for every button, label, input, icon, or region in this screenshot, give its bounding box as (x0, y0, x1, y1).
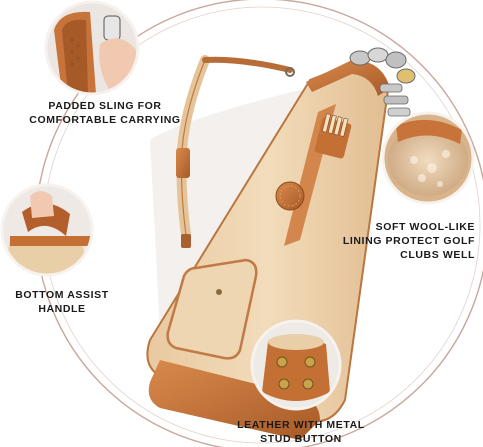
callout-line: HANDLE (38, 303, 86, 315)
callout-line: BOTTOM ASSIST (15, 289, 109, 301)
bottom-handle-photo (2, 185, 92, 275)
wool-lining-photo (383, 113, 473, 203)
callout-bottom-handle: BOTTOM ASSIST HANDLE (2, 288, 122, 316)
callout-line: CLUBS WELL (400, 249, 475, 261)
callout-wool-lining: SOFT WOOL-LIKE LINING PROTECT GOLF CLUBS… (305, 220, 475, 262)
callout-line: STUD BUTTON (260, 433, 342, 445)
golf-bag (146, 47, 416, 440)
callout-line: SOFT WOOL-LIKE (375, 221, 475, 233)
callout-metal-studs: LEATHER WITH METAL STUD BUTTON (226, 418, 376, 446)
golf-clubs (349, 47, 416, 117)
callout-padded-sling: PADDED SLING FOR COMFORTABLE CARRYING (10, 99, 200, 127)
shoulder-strap (176, 55, 295, 248)
callout-line: LEATHER WITH METAL (237, 419, 365, 431)
padded-sling-photo (46, 2, 138, 94)
callout-line: PADDED SLING FOR (48, 100, 162, 112)
callout-line: LINING PROTECT GOLF (342, 235, 475, 247)
callout-line: COMFORTABLE CARRYING (29, 114, 181, 126)
metal-stud-base-photo (252, 321, 340, 409)
